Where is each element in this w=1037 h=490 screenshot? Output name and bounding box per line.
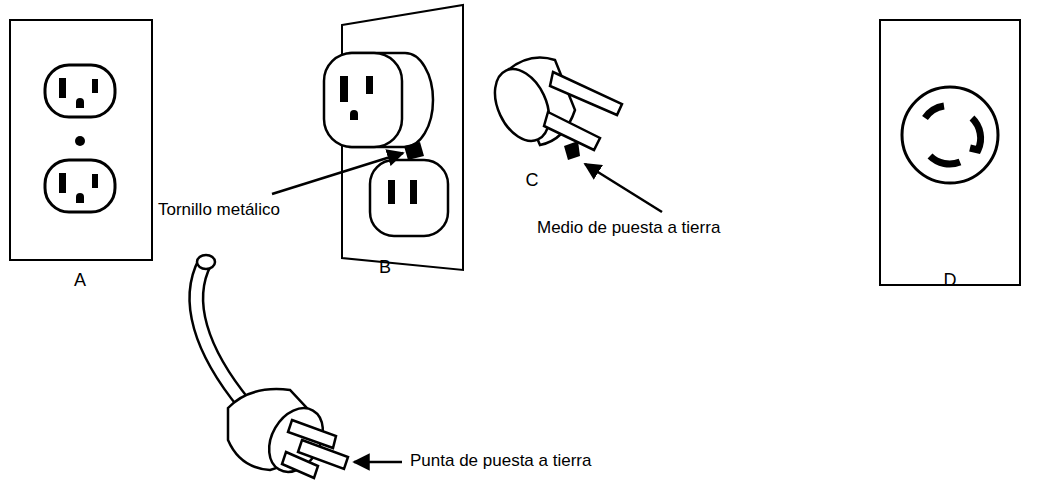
figure-letter: C bbox=[526, 170, 539, 192]
drawing-stroke bbox=[350, 110, 358, 120]
drawing-stroke bbox=[340, 76, 348, 102]
callout-label: Tornillo metálico bbox=[158, 200, 280, 220]
leader-lines bbox=[272, 153, 662, 462]
drawing-stroke bbox=[197, 255, 215, 269]
drawing-stroke bbox=[585, 164, 662, 212]
drawing-stroke bbox=[59, 173, 66, 193]
adapter-plug bbox=[484, 58, 622, 160]
drawing-stroke bbox=[354, 461, 402, 464]
drawing-stroke bbox=[76, 98, 84, 108]
adapter-outlet bbox=[324, 5, 463, 270]
figure-letter: B bbox=[379, 257, 391, 279]
drawing-stroke bbox=[925, 106, 944, 118]
duplex-outlet bbox=[10, 20, 152, 260]
drawing-stroke bbox=[92, 79, 98, 93]
drawing-stroke bbox=[45, 160, 115, 212]
drawing-stroke bbox=[484, 60, 560, 149]
drawing-stroke bbox=[10, 20, 152, 260]
drawing-stroke bbox=[196, 262, 245, 405]
drawing-stroke bbox=[45, 65, 115, 117]
drawing-stroke bbox=[930, 156, 960, 164]
drawing-stroke bbox=[59, 78, 66, 98]
figure-letter: A bbox=[74, 270, 86, 292]
twist-lock-outlet bbox=[880, 20, 1020, 285]
drawing-stroke bbox=[970, 118, 981, 150]
drawing-stroke bbox=[196, 262, 245, 405]
drawing-stroke bbox=[550, 72, 622, 115]
drawing-stroke bbox=[410, 180, 417, 204]
drawing-stroke bbox=[282, 452, 318, 478]
drawing-stroke bbox=[880, 20, 1020, 285]
callout-label: Punta de puesta a tierra bbox=[410, 451, 591, 471]
drawing-stroke bbox=[564, 141, 580, 160]
drawing-stroke bbox=[902, 87, 998, 183]
drawing-stroke bbox=[324, 53, 402, 147]
drawing-stroke bbox=[92, 174, 98, 188]
callout-label: Medio de puesta a tierra bbox=[537, 218, 720, 238]
drawing-stroke bbox=[366, 76, 373, 94]
cord-plug bbox=[196, 255, 348, 481]
drawing-stroke bbox=[404, 142, 424, 160]
drawing-stroke bbox=[370, 160, 448, 236]
figure-letter: D bbox=[944, 270, 957, 292]
drawing-stroke bbox=[272, 153, 403, 194]
drawing-stroke bbox=[388, 180, 395, 204]
drawing-stroke bbox=[76, 193, 84, 203]
drawing-stroke bbox=[75, 136, 85, 146]
